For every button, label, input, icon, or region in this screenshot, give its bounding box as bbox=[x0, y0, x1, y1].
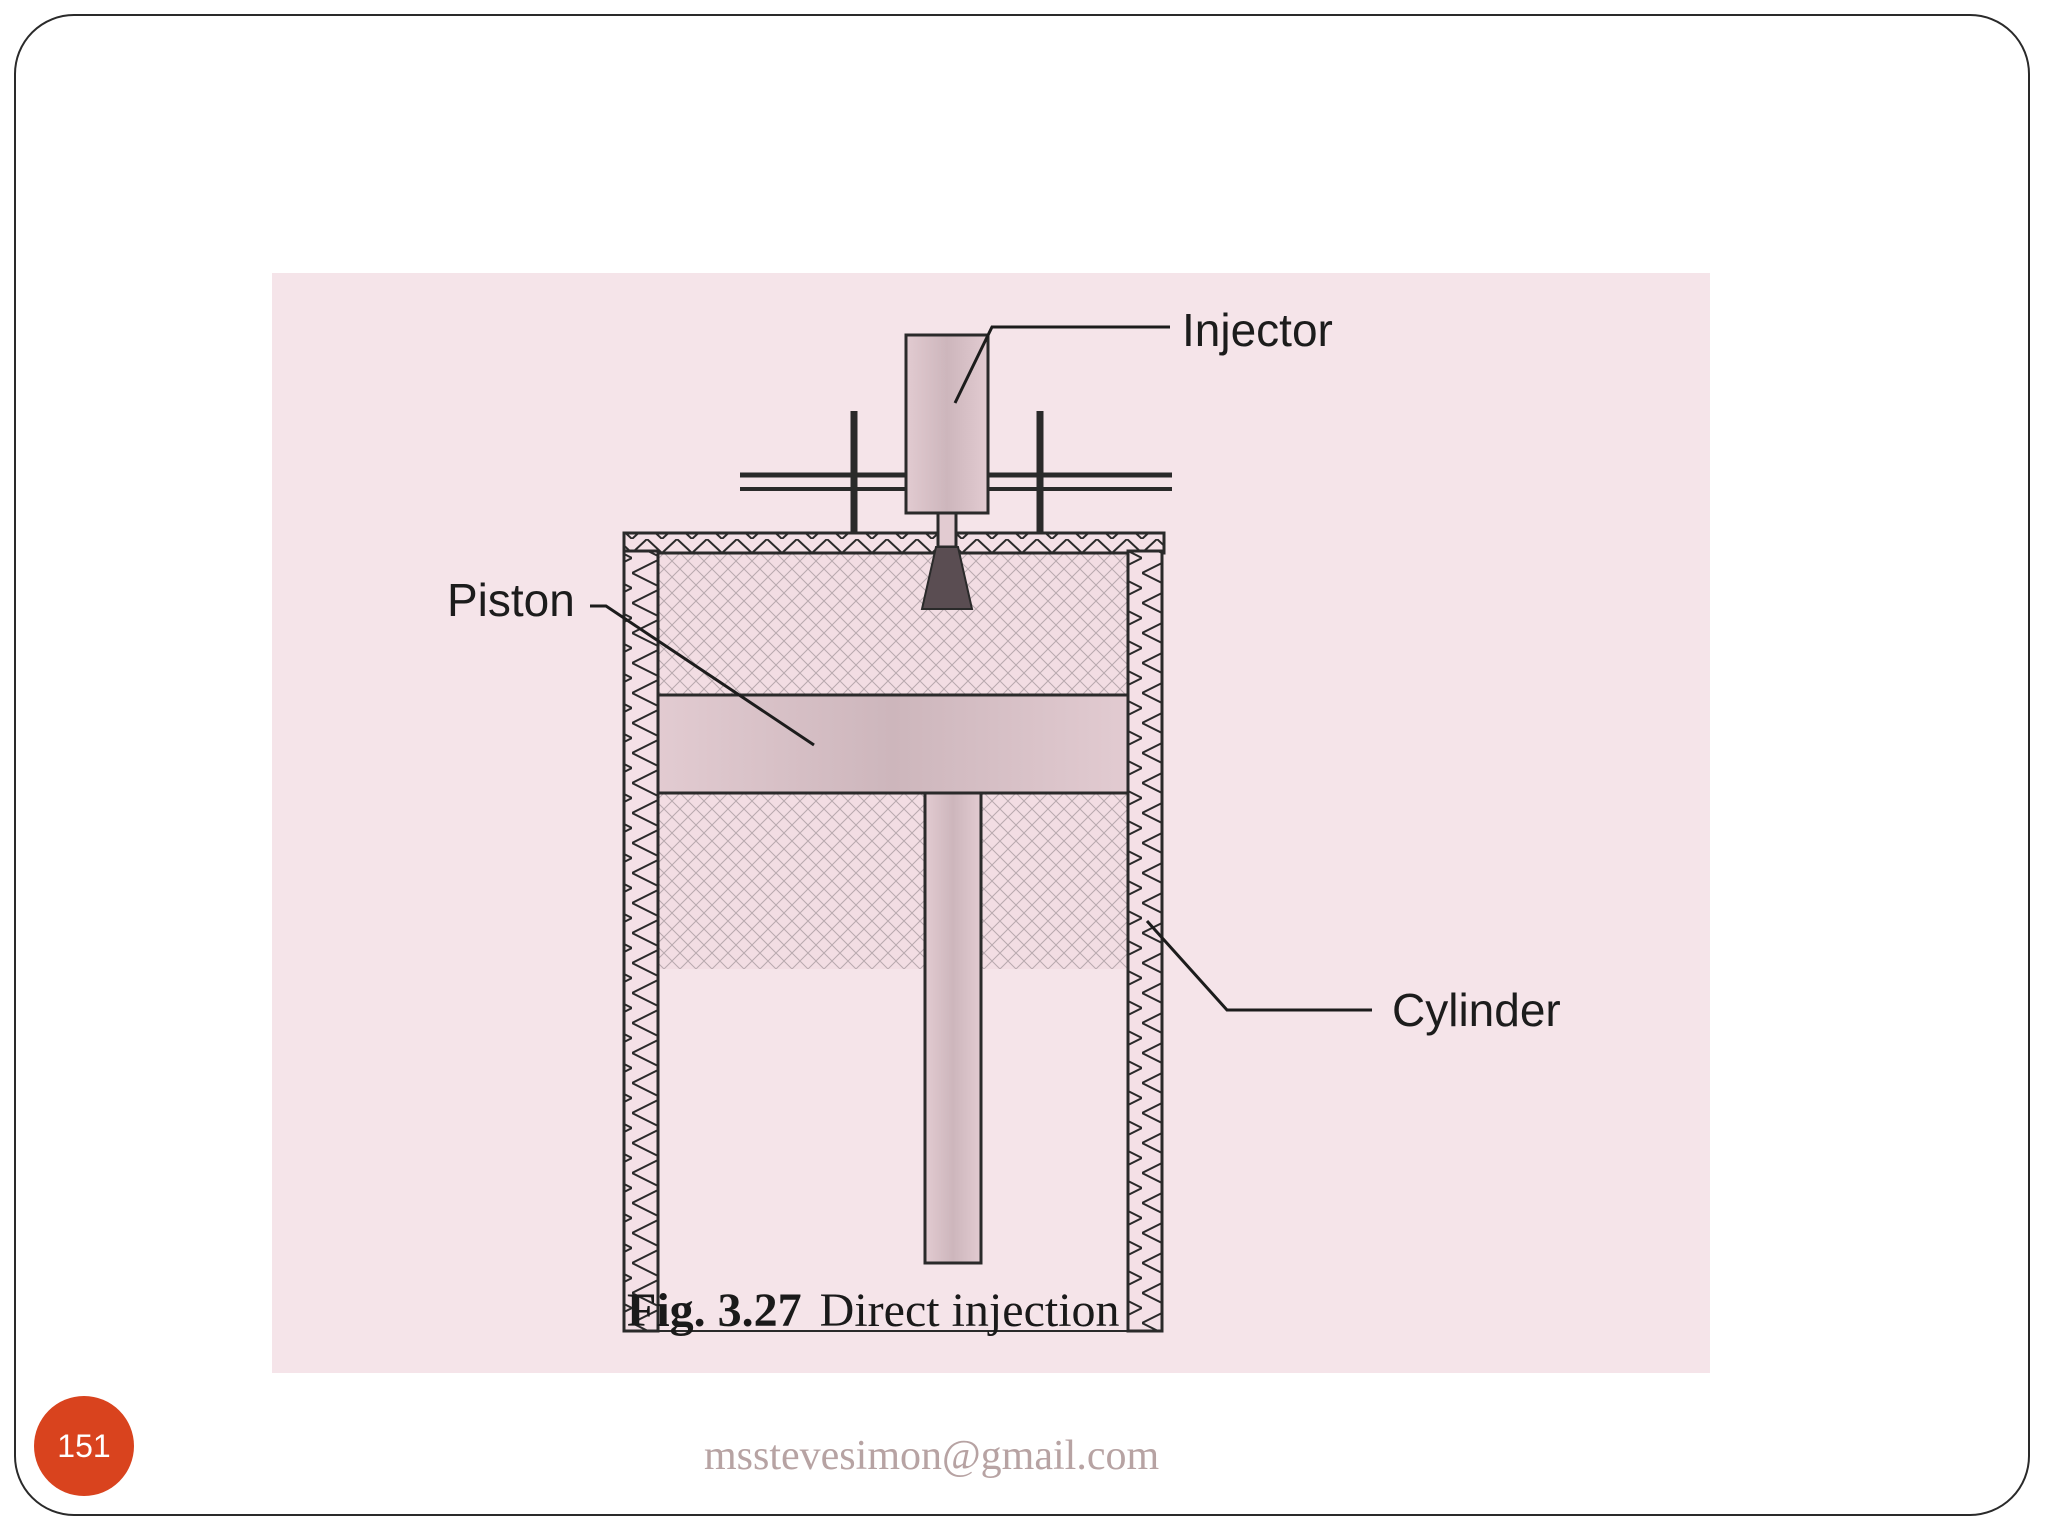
cylinder-leader-line bbox=[1145, 919, 1372, 1012]
footer-email: msstevesimon@gmail.com bbox=[704, 1433, 1160, 1479]
cylinder-head bbox=[622, 531, 1166, 555]
figure-title: Direct injection bbox=[819, 1284, 1120, 1337]
piston-label: Piston bbox=[447, 574, 575, 626]
piston-leader-line bbox=[590, 604, 815, 747]
figure-scan: Injector Piston Cylinder Fig. 3.27 Direct… bbox=[272, 273, 1710, 1373]
fuel-spray bbox=[920, 546, 974, 610]
injector-leader-line bbox=[953, 325, 1170, 404]
piston-crown bbox=[656, 693, 1130, 795]
injector-nozzle bbox=[936, 511, 958, 549]
figure-number: Fig. 3.27 bbox=[627, 1284, 802, 1337]
slide-number-badge: 151 bbox=[34, 1396, 134, 1496]
cylinder-wall-right bbox=[1126, 549, 1164, 1333]
cylinder-wall-left bbox=[622, 549, 660, 1333]
figure-caption: Fig. 3.27 Direct injection bbox=[627, 1283, 1120, 1338]
cylinder-label: Cylinder bbox=[1392, 984, 1561, 1036]
direct-injection-diagram bbox=[590, 325, 1372, 1333]
injector-label: Injector bbox=[1182, 304, 1333, 356]
piston-rod bbox=[923, 791, 983, 1265]
